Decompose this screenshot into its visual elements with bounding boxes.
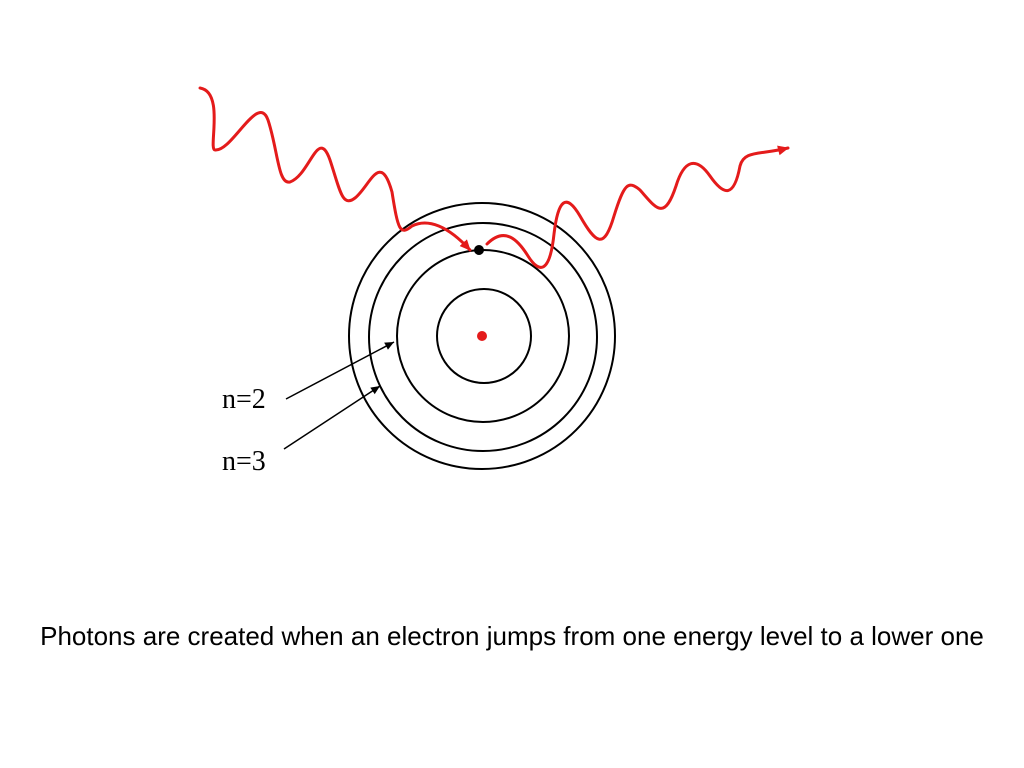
label-n2: n=2: [222, 384, 266, 415]
electron: [474, 245, 484, 255]
orbits: [348, 202, 616, 470]
incoming-photon-wave: [198, 86, 472, 252]
nucleus: [477, 331, 487, 341]
label-n3: n=3: [222, 446, 266, 477]
caption: Photons are created when an electron jum…: [40, 621, 984, 651]
orbit-outermost: [348, 202, 616, 470]
outgoing-photon-wave: [485, 145, 790, 269]
n3-pointer-arrow: [283, 385, 381, 450]
orbit-n3: [368, 222, 598, 452]
orbit-n1: [436, 288, 532, 384]
n2-pointer-arrow: [285, 341, 395, 400]
